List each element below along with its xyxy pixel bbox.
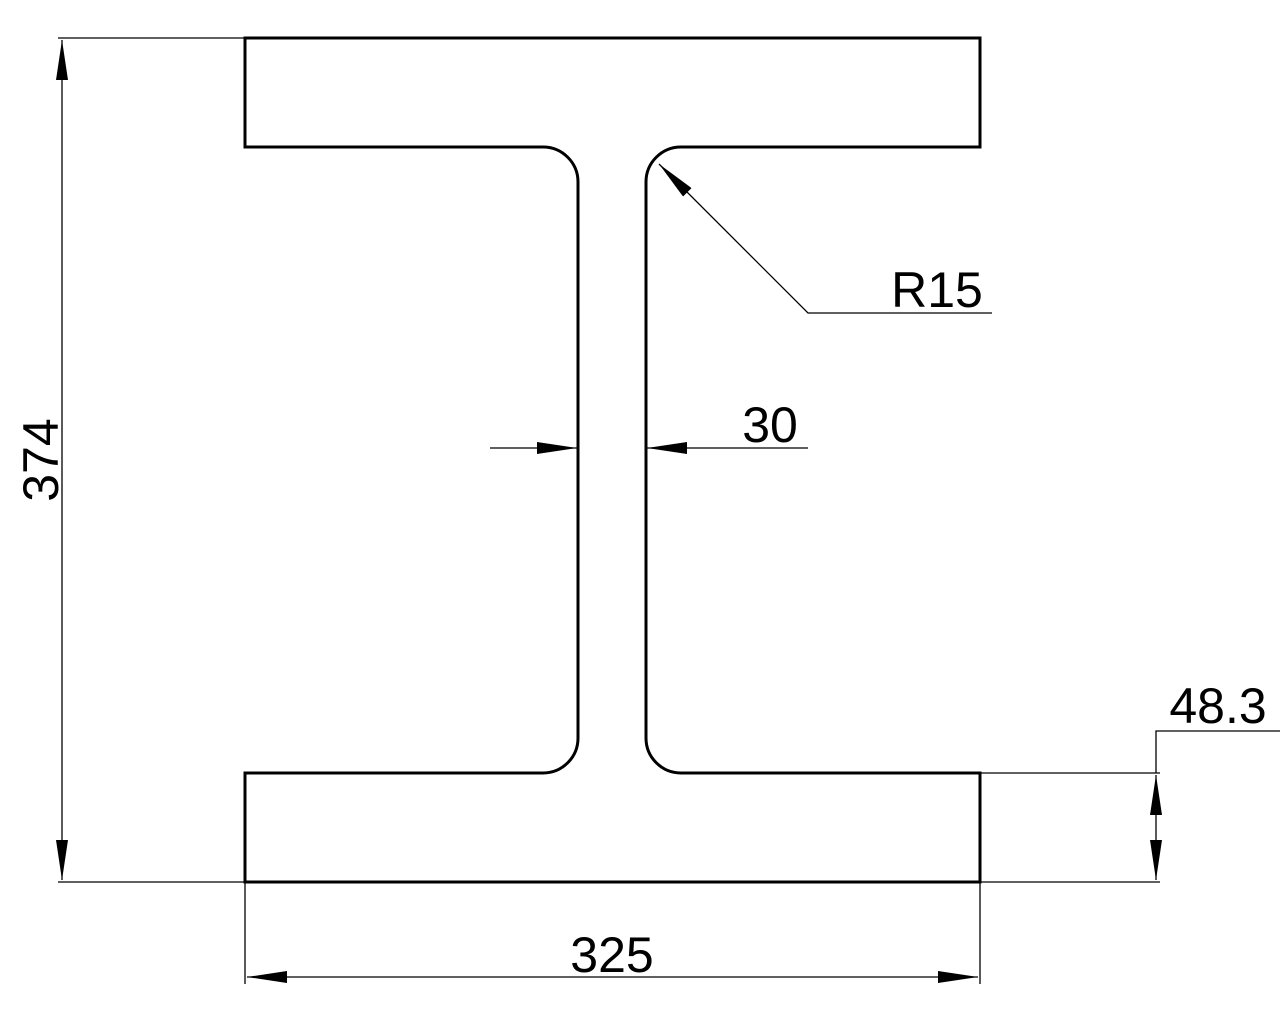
height-label: 374 — [13, 418, 69, 501]
fillet-radius-label: R15 — [891, 262, 983, 318]
flange-thickness-label: 48.3 — [1169, 678, 1266, 734]
web-thickness-label: 30 — [742, 397, 798, 453]
width-label: 325 — [570, 927, 653, 983]
beam-outline — [243, 36, 982, 884]
radius-leader — [658, 163, 992, 314]
flange-leader — [1155, 730, 1280, 773]
